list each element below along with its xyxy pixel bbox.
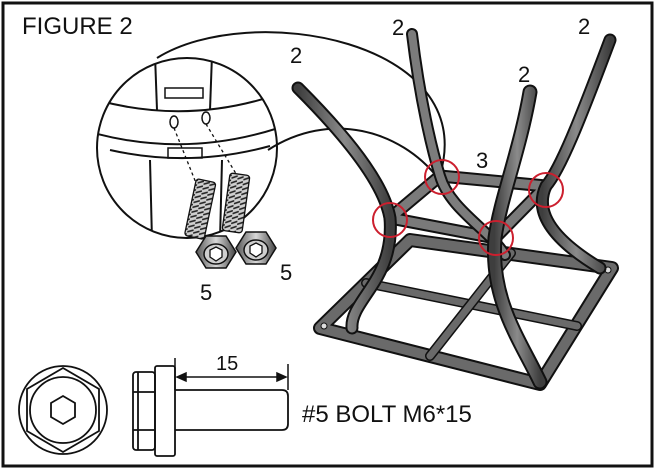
bolt-spec-label: #5 BOLT M6*15 <box>302 401 472 428</box>
bolt-right <box>221 172 277 265</box>
callout-circle-back <box>424 159 460 195</box>
callout-circle-front <box>478 220 514 256</box>
callout-circle-left <box>372 202 408 238</box>
chair-frame <box>291 28 619 391</box>
leader-line-bottom <box>267 127 439 179</box>
bolt-hole-right <box>201 111 211 125</box>
part-label-bolt: 5 <box>200 280 212 305</box>
dimension-arrow <box>175 371 288 383</box>
bolt-dimension-label: 15 <box>216 353 238 375</box>
part-label-frame: 3 <box>476 148 488 173</box>
part-label-leg: 2 <box>392 15 404 40</box>
part-label-bolt: 5 <box>280 260 292 285</box>
part-label-leg: 2 <box>578 14 590 39</box>
figure-title: FIGURE 2 <box>22 13 133 40</box>
bolt-side-view <box>132 358 289 457</box>
callout-circle-right <box>528 172 564 208</box>
leg-front-right <box>535 33 617 275</box>
leg-front-center <box>486 84 548 390</box>
part-label-leg: 2 <box>518 62 530 87</box>
leg-back-center <box>406 28 511 261</box>
bolt-end-view <box>18 365 108 455</box>
part-label-leg: 2 <box>290 43 302 68</box>
bolt-hole-left <box>169 115 179 129</box>
callout-circles <box>372 159 564 256</box>
leader-line-top <box>156 31 446 176</box>
leg-back-left <box>291 81 397 335</box>
bolt-left <box>184 178 237 269</box>
